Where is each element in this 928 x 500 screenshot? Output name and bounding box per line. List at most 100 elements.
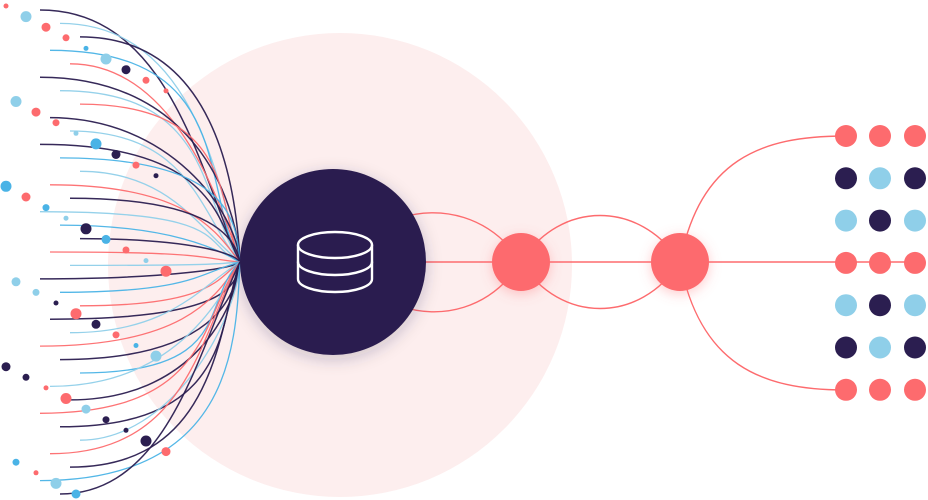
input-dot: [140, 435, 152, 447]
output-dot: [904, 336, 926, 359]
input-dot: [153, 173, 159, 179]
output-dot: [835, 125, 857, 147]
output-dot: [904, 378, 926, 401]
node-2: [651, 233, 709, 291]
output-dot: [835, 209, 857, 232]
output-dot: [869, 251, 891, 274]
input-dot: [50, 477, 62, 489]
input-dot: [161, 447, 171, 457]
input-stream-line: [69, 130, 241, 263]
output-dot: [835, 378, 857, 401]
input-stream-line: [39, 261, 241, 347]
input-stream-line: [79, 261, 241, 441]
output-dot: [869, 294, 891, 317]
input-dot: [73, 130, 79, 136]
input-stream-line: [49, 49, 241, 263]
input-dot: [122, 246, 130, 254]
input-dot: [62, 34, 70, 42]
input-dot: [33, 470, 39, 476]
input-stream-line: [79, 103, 241, 263]
input-dot: [43, 385, 49, 391]
database-hub: [240, 169, 426, 355]
output-dot: [904, 251, 926, 274]
input-stream-line: [49, 116, 241, 263]
input-stream-line: [59, 261, 241, 293]
input-dot: [90, 138, 102, 150]
output-dot: [835, 336, 857, 359]
input-dot: [10, 96, 22, 107]
input-dot: [102, 416, 110, 424]
input-dot: [70, 308, 82, 320]
input-dot: [111, 150, 121, 159]
input-stream-line: [39, 9, 241, 263]
input-dot: [121, 65, 131, 75]
input-dot: [63, 215, 69, 221]
output-dot: [869, 378, 891, 401]
output-dot: [904, 167, 926, 190]
input-dot: [31, 107, 41, 117]
input-stream-line: [59, 261, 241, 495]
input-dot: [3, 3, 9, 9]
input-stream-line: [69, 261, 241, 468]
input-dot: [163, 88, 169, 94]
output-dot: [869, 209, 891, 232]
input-stream-dots: [0, 3, 172, 499]
input-dot: [53, 300, 59, 306]
input-dot: [21, 192, 31, 202]
connector-node2-row1: [679, 135, 846, 263]
input-dot: [91, 319, 101, 329]
output-dot: [835, 251, 857, 274]
input-dot: [80, 223, 92, 235]
input-dot: [0, 180, 12, 192]
input-dot: [60, 393, 72, 404]
input-stream-line: [79, 237, 241, 263]
input-dot: [71, 489, 81, 499]
output-dot: [869, 125, 891, 147]
input-dot: [142, 76, 150, 84]
input-stream-line: [79, 261, 241, 374]
input-dot: [32, 288, 40, 296]
node-1: [492, 233, 550, 291]
input-dot: [100, 53, 112, 65]
input-dot: [132, 161, 140, 169]
input-dot: [143, 258, 149, 264]
input-dot: [20, 11, 32, 23]
database-icon: [296, 230, 374, 294]
input-stream-line: [39, 261, 241, 414]
input-stream-line: [49, 251, 241, 263]
connector-node2-row7: [679, 261, 846, 391]
output-dot: [835, 167, 857, 190]
input-dot: [11, 277, 21, 287]
pipeline-nodes: [492, 233, 709, 291]
input-dot: [81, 404, 91, 414]
input-dot: [42, 204, 50, 212]
input-dot: [12, 458, 20, 466]
input-stream-lines: [39, 9, 241, 495]
input-dot: [83, 45, 89, 51]
input-dot: [133, 343, 139, 348]
input-dot: [22, 373, 30, 381]
output-dot: [904, 125, 926, 147]
input-dot: [160, 265, 172, 277]
output-dot: [835, 294, 857, 317]
input-stream-line: [69, 63, 241, 263]
output-dot: [869, 336, 891, 359]
input-stream-line: [79, 170, 241, 263]
input-dot: [150, 350, 162, 362]
input-stream-line: [49, 261, 241, 455]
input-dot: [41, 22, 51, 32]
input-stream-line: [69, 261, 241, 267]
input-stream-line: [69, 197, 241, 263]
input-stream-line: [59, 224, 241, 263]
output-dot-grid: [835, 125, 926, 401]
input-stream-line: [79, 36, 241, 263]
input-stream-line: [39, 261, 241, 482]
input-dot: [123, 427, 129, 433]
input-dot: [101, 234, 111, 244]
input-dot: [52, 119, 60, 127]
hub-circle: [240, 169, 426, 355]
output-dot: [904, 294, 926, 317]
input-dot: [1, 362, 11, 372]
